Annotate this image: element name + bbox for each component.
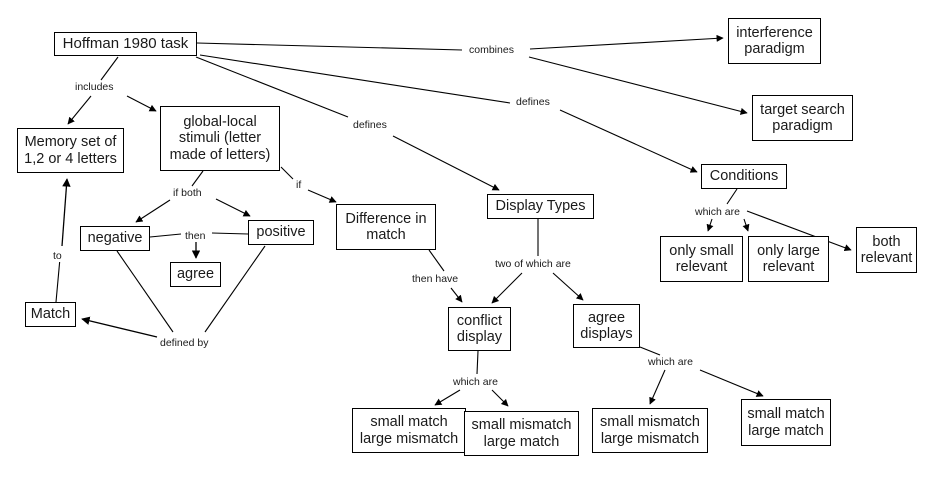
edge-which-are-both-relevant bbox=[746, 210, 852, 252]
edge-global-local-if-both bbox=[191, 170, 204, 187]
edge-which-are-sm-lmm bbox=[434, 389, 461, 406]
node-interference-paradigm[interactable]: interference paradigm bbox=[728, 18, 821, 64]
node-agree-displays[interactable]: agree displays bbox=[573, 304, 640, 348]
edge-defined-by-match bbox=[81, 316, 158, 338]
node-small-match-large-match[interactable]: small match large match bbox=[741, 399, 831, 446]
edge-two-of-which-agree-displays bbox=[552, 272, 584, 301]
edge-difference-then-have bbox=[428, 249, 445, 272]
edge-label-defines-conditions: defines bbox=[515, 96, 551, 108]
edge-label-combines: combines bbox=[468, 44, 515, 56]
edge-which-are-smm-lm bbox=[491, 389, 509, 407]
node-small-mismatch-large-mismatch[interactable]: small mismatch large mismatch bbox=[592, 408, 708, 453]
edge-if-both-negative bbox=[135, 199, 171, 223]
node-memory-set[interactable]: Memory set of 1,2 or 4 letters bbox=[17, 128, 124, 173]
edge-agree-displays-which-are bbox=[639, 346, 661, 356]
edge-defines-display-types bbox=[392, 135, 500, 191]
edge-which-are-sm-lm bbox=[699, 369, 764, 397]
edge-label-which-are-conflict: which are bbox=[452, 376, 499, 388]
edge-includes-memory-set bbox=[67, 95, 92, 125]
node-hoffman-1980-task[interactable]: Hoffman 1980 task bbox=[54, 32, 197, 56]
edge-label-which-are-agree-displays: which are bbox=[647, 356, 694, 368]
node-match[interactable]: Match bbox=[25, 302, 76, 327]
edge-combines-target-search bbox=[528, 56, 748, 115]
edge-hoffman-combines bbox=[196, 42, 463, 51]
edge-conflict-which-are bbox=[476, 350, 479, 375]
edge-then-have-conflict bbox=[450, 287, 463, 303]
edge-label-if: if bbox=[295, 179, 303, 191]
edge-label-defined-by: defined by bbox=[159, 337, 210, 349]
edge-hoffman-defines-conditions bbox=[199, 54, 511, 104]
edge-which-are-only-small bbox=[706, 218, 714, 232]
edge-label-includes: includes bbox=[74, 81, 115, 93]
edge-if-both-positive bbox=[215, 198, 251, 217]
edge-hoffman-includes bbox=[100, 56, 119, 81]
edge-which-are-smm-lmm bbox=[649, 369, 666, 405]
edge-to-memory-set bbox=[61, 178, 71, 247]
edge-negative-then bbox=[149, 233, 182, 238]
edge-label-two-of-which-are: two of which are bbox=[494, 258, 572, 270]
node-display-types[interactable]: Display Types bbox=[487, 194, 594, 219]
edge-label-then-have: then have bbox=[411, 273, 460, 285]
edge-hoffman-defines-display-types bbox=[195, 56, 349, 118]
edge-label-to: to bbox=[52, 250, 63, 262]
edge-match-to bbox=[55, 257, 61, 303]
edge-which-are-only-large bbox=[742, 218, 750, 232]
edge-positive-then bbox=[211, 232, 249, 235]
node-only-large-relevant[interactable]: only large relevant bbox=[748, 236, 829, 282]
edge-defines-conditions bbox=[559, 109, 698, 173]
edge-label-if-both: if both bbox=[172, 187, 203, 199]
edge-negative-defined-by bbox=[116, 250, 174, 333]
node-conflict-display[interactable]: conflict display bbox=[448, 307, 511, 351]
edge-if-difference bbox=[307, 189, 337, 203]
edge-includes-global-local bbox=[126, 95, 157, 112]
edge-label-defines-display-types: defines bbox=[352, 119, 388, 131]
node-negative[interactable]: negative bbox=[80, 226, 150, 251]
edge-two-of-which-conflict bbox=[491, 272, 523, 304]
edge-combines-interference bbox=[529, 34, 724, 50]
node-global-local-stimuli[interactable]: global-local stimuli (letter made of let… bbox=[160, 106, 280, 171]
node-small-match-large-mismatch[interactable]: small match large mismatch bbox=[352, 408, 466, 453]
node-both-relevant[interactable]: both relevant bbox=[856, 227, 917, 273]
edge-label-then: then bbox=[184, 230, 207, 242]
edge-global-local-if bbox=[280, 166, 294, 180]
node-agree[interactable]: agree bbox=[170, 262, 221, 287]
edge-conditions-which-are bbox=[726, 188, 738, 205]
edge-label-which-are-conditions: which are bbox=[694, 206, 741, 218]
node-conditions[interactable]: Conditions bbox=[701, 164, 787, 189]
node-difference-in-match[interactable]: Difference in match bbox=[336, 204, 436, 250]
node-small-mismatch-large-match[interactable]: small mismatch large match bbox=[464, 411, 579, 456]
node-target-search-paradigm[interactable]: target search paradigm bbox=[752, 95, 853, 141]
node-only-small-relevant[interactable]: only small relevant bbox=[660, 236, 743, 282]
edge-positive-defined-by bbox=[204, 245, 266, 333]
node-positive[interactable]: positive bbox=[248, 220, 314, 245]
